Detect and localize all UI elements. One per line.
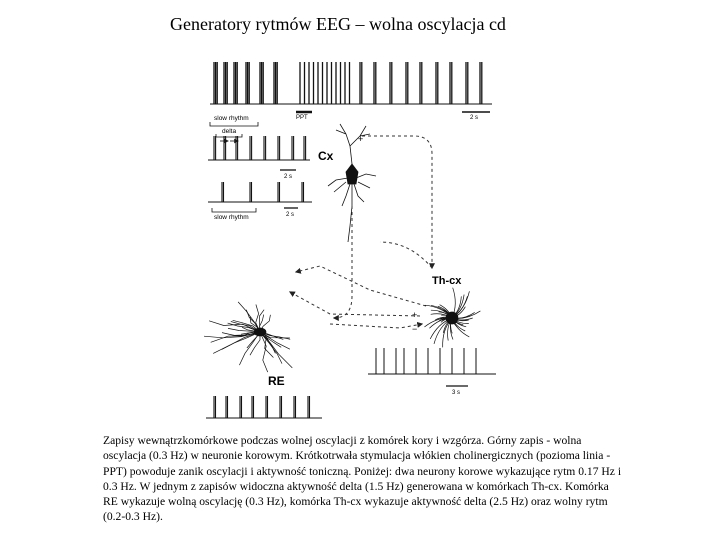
trace-re-spikes (214, 396, 310, 418)
trace-top-spikes (214, 62, 482, 104)
re-dendrite (260, 332, 290, 349)
neuron-circuit-figure: PPT 2 s slow rhythm delta 2 s slow rhyth… (200, 56, 500, 428)
top-cortical-trace: PPT 2 s (210, 62, 492, 121)
thcx-label: Th-cx (432, 275, 462, 287)
slow-rhythm-bottom-label: slow rhythm (214, 214, 249, 221)
middle-cortical-trace: 2 s (208, 136, 310, 180)
trace-th-spikes (376, 348, 476, 374)
scale-label-top: 2 s (470, 115, 478, 121)
ppt-label: PPT (296, 115, 308, 121)
cx-label: Cx (318, 149, 334, 163)
re-dendrite (260, 315, 270, 332)
figure-caption: Zapisy wewnątrzkomórkowe podczas wolnej … (103, 433, 623, 525)
scale-label-lower: 2 s (286, 212, 294, 218)
slow-rhythm-top-label: slow rhythm (214, 115, 249, 122)
plus-sign-cx: + (358, 134, 363, 144)
circuit-pathways (290, 136, 432, 328)
scale-label-th: 3 s (452, 390, 460, 396)
re-label: RE (268, 374, 285, 388)
scale-label-mid: 2 s (284, 174, 292, 180)
re-dendrite (239, 332, 260, 365)
slide-title: Generatory rytmów EEG – wolna oscylacja … (0, 14, 676, 35)
thcx-neuron (424, 288, 480, 348)
delta-label: delta (222, 128, 236, 135)
thcx-trace: 3 s (368, 348, 496, 396)
lower-cortical-trace: slow rhythm 2 s (208, 182, 312, 221)
trace-low-spikes (222, 182, 304, 202)
slow-rhythm-annotation: slow rhythm delta (210, 115, 258, 141)
re-trace (206, 396, 322, 418)
minus-sign-th: − (412, 324, 417, 334)
re-neuron (204, 302, 292, 372)
trace-mid-spikes (214, 136, 306, 160)
plus-sign-th: + (412, 310, 417, 320)
